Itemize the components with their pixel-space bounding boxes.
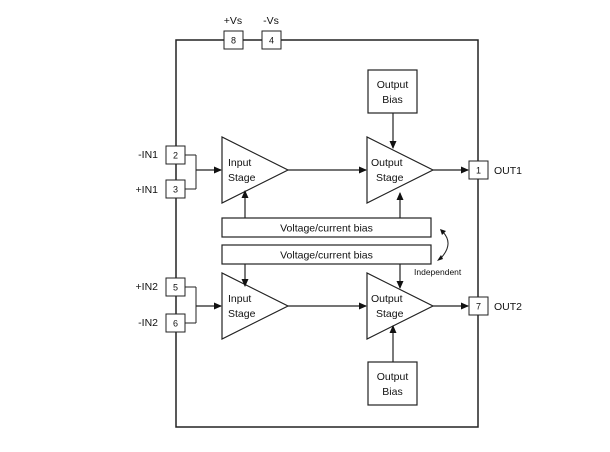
- bias-bar-label: Voltage/current bias: [280, 223, 373, 235]
- stage-label-line1: Output: [371, 293, 403, 305]
- bias-label-line1: Output: [377, 79, 409, 91]
- pin-label: -IN2: [138, 317, 158, 329]
- input-stage-1: Input Stage: [221, 136, 290, 204]
- output-stage-2: Output Stage: [366, 272, 435, 340]
- pin-number: 3: [173, 185, 178, 195]
- output-stage-1: Output Stage: [366, 136, 435, 204]
- package-outline: [175, 39, 479, 428]
- stage-label-line2: Stage: [376, 308, 404, 320]
- bias-label-line2: Bias: [382, 94, 402, 106]
- pin-label: +Vs: [224, 15, 242, 27]
- pin-label: -Vs: [263, 15, 279, 27]
- stage-label-line1: Input: [228, 157, 251, 169]
- pin-label: OUT2: [494, 301, 522, 313]
- pin-number: 6: [173, 319, 178, 329]
- stage-label-line1: Output: [371, 157, 403, 169]
- pin-number: 5: [173, 283, 178, 293]
- pin-number: 7: [476, 302, 481, 312]
- output-pin-out1: 1 OUT1: [468, 160, 522, 180]
- pin-label: OUT1: [494, 165, 522, 177]
- output-pin-out2: 7 OUT2: [468, 296, 522, 316]
- input-pin-in2-positive: +IN2 5: [136, 277, 186, 297]
- pin-number: 4: [269, 36, 274, 46]
- curved-double-arrow-icon: [440, 231, 449, 259]
- pin-number: 1: [476, 166, 481, 176]
- bias-bar-2: Voltage/current bias: [221, 244, 432, 265]
- supply-pin-negative: -Vs 4: [261, 15, 282, 50]
- independent-label: Independent: [414, 267, 462, 277]
- output-bias-1: Output Bias: [367, 69, 418, 114]
- input-pin-in1-negative: -IN1 2: [138, 145, 186, 165]
- stage-label-line2: Stage: [228, 172, 256, 184]
- pin-number: 2: [173, 151, 178, 161]
- bias-label-line2: Bias: [382, 386, 402, 398]
- pin-number: 8: [231, 36, 236, 46]
- bias-label-line1: Output: [377, 371, 409, 383]
- pin-label: -IN1: [138, 149, 158, 161]
- stage-label-line1: Input: [228, 293, 251, 305]
- input-pin-in2-negative: -IN2 6: [138, 313, 186, 333]
- supply-pin-positive: +Vs 8: [223, 15, 244, 50]
- bias-bar-1: Voltage/current bias: [221, 217, 432, 238]
- stage-label-line2: Stage: [228, 308, 256, 320]
- input-pin-in1-positive: +IN1 3: [136, 179, 186, 199]
- stage-label-line2: Stage: [376, 172, 404, 184]
- output-bias-2: Output Bias: [367, 361, 418, 406]
- bias-bar-label: Voltage/current bias: [280, 250, 373, 262]
- independent-indicator: Independent: [414, 229, 462, 277]
- pin-label: +IN1: [136, 184, 159, 196]
- pin-label: +IN2: [136, 281, 159, 293]
- input-stage-2: Input Stage: [221, 272, 290, 340]
